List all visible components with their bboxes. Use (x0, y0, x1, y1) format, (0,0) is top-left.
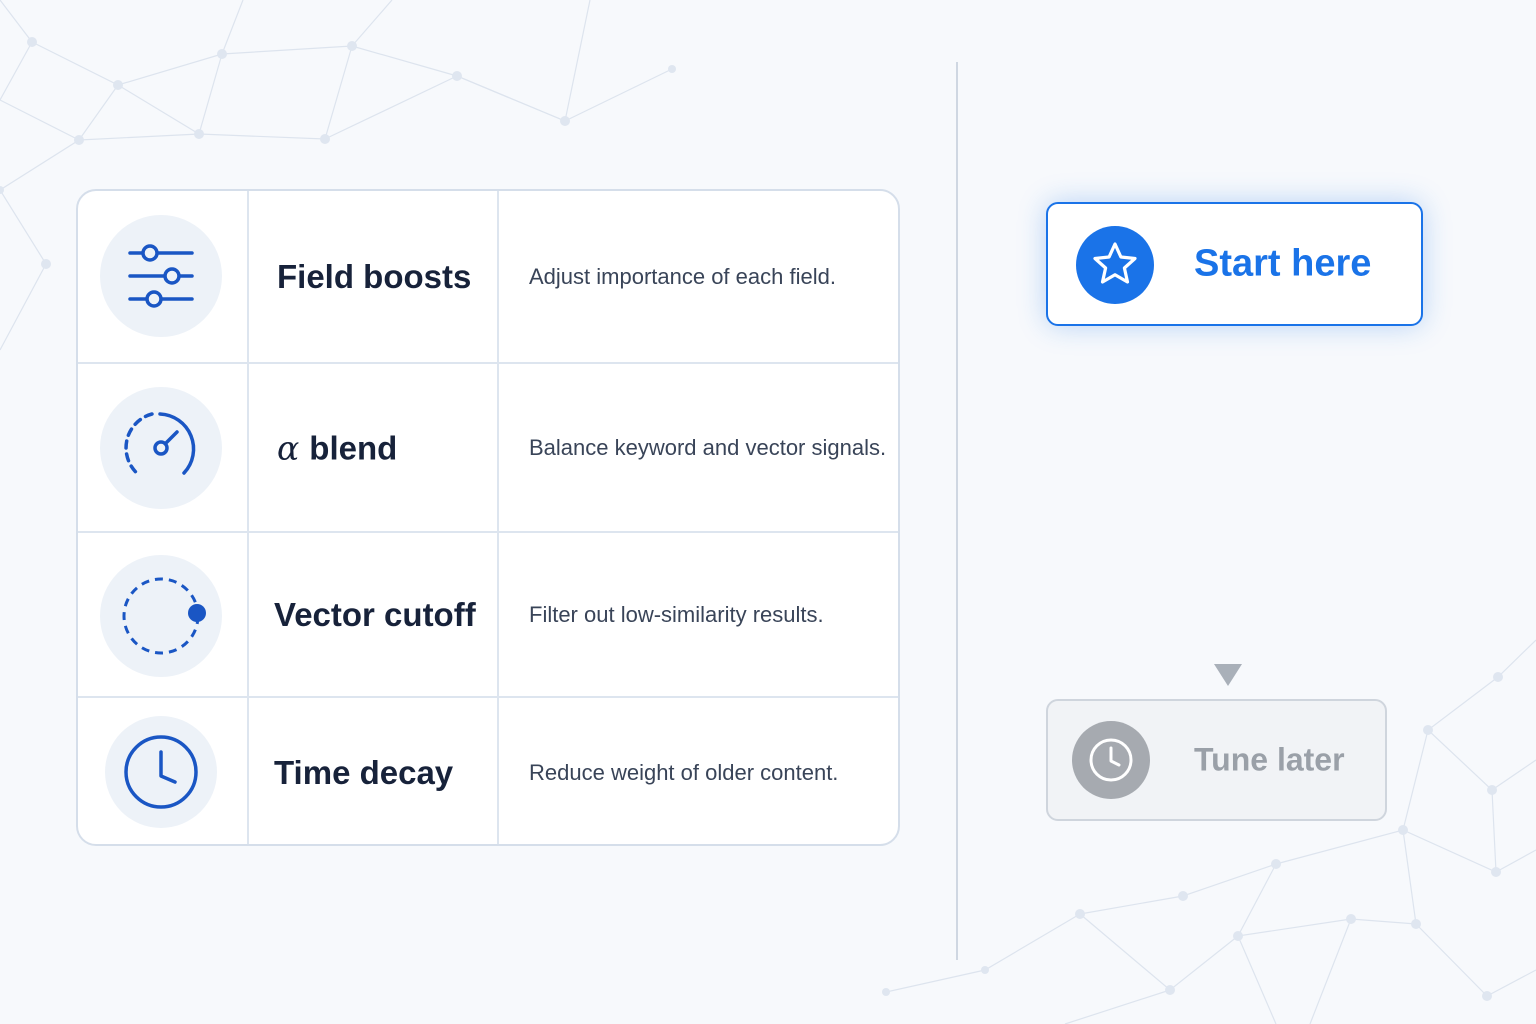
settings-table: Field boosts Adjust importance of each f… (76, 189, 900, 846)
clock-icon (1089, 738, 1133, 782)
description-cell: Adjust importance of each field. (499, 191, 898, 362)
flow-connector-arrow (1214, 326, 1242, 686)
later-badge (1072, 721, 1150, 799)
setting-description: Filter out low-similarity results. (529, 601, 824, 627)
setting-description: Balance keyword and vector signals. (529, 434, 887, 460)
tune-later-card[interactable]: Tune later (1046, 699, 1387, 821)
alpha-symbol: α (277, 428, 300, 467)
description-cell: Filter out low-similarity results. (499, 533, 898, 696)
tune-later-label: Tune later (1194, 741, 1345, 778)
gauge-icon (124, 412, 196, 477)
icon-badge (105, 716, 217, 828)
icon-badge (100, 215, 222, 337)
icon-cell (78, 533, 249, 696)
clock-icon (124, 735, 198, 809)
description-cell: Balance keyword and vector signals. (499, 364, 898, 531)
name-cell: Field boosts (249, 191, 499, 362)
table-row-vector-cutoff: Vector cutoff Filter out low-similarity … (78, 531, 898, 696)
sliders-icon (128, 244, 194, 308)
start-here-card[interactable]: Start here (1046, 202, 1423, 326)
star-icon (1093, 242, 1137, 284)
icon-cell (78, 364, 249, 531)
start-here-label: Start here (1194, 242, 1372, 285)
description-cell: Reduce weight of older content. (499, 698, 898, 844)
icon-badge (100, 387, 222, 509)
icon-cell (78, 698, 249, 844)
icon-badge (100, 555, 222, 677)
setting-name: Vector cutoff (274, 595, 476, 633)
name-cell: Time decay (249, 698, 499, 844)
setting-name: Time decay (274, 754, 454, 791)
table-row-time-decay: Time decay Reduce weight of older conten… (78, 696, 898, 844)
name-cell: Vector cutoff (249, 533, 499, 696)
setting-name: Field boosts (277, 257, 472, 295)
dashed-circle-dot-icon (122, 577, 206, 655)
setting-description: Adjust importance of each field. (529, 263, 836, 289)
icon-cell (78, 191, 249, 362)
setting-name-text: blend (309, 429, 398, 466)
table-row-field-boosts: Field boosts Adjust importance of each f… (78, 191, 898, 362)
setting-description: Reduce weight of older content. (529, 760, 839, 785)
start-badge (1076, 226, 1154, 304)
panel-divider (956, 62, 958, 960)
